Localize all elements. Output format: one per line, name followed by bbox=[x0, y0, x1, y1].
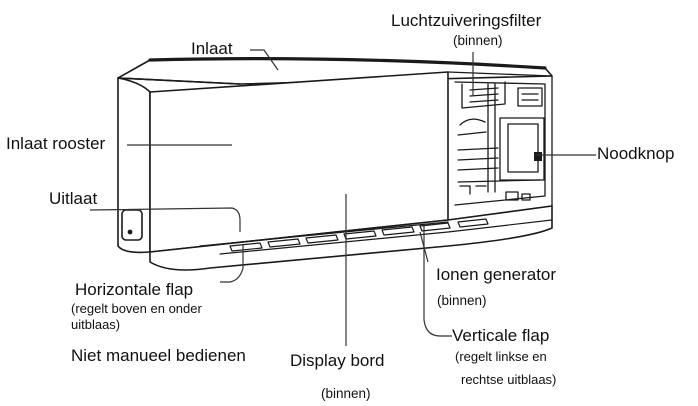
label-ionen: Ionen generator bbox=[436, 265, 557, 284]
label-uitlaat: Uitlaat bbox=[49, 189, 98, 208]
label-display-bord: Display bord bbox=[290, 351, 385, 370]
leader-verticale bbox=[423, 226, 452, 337]
leader-uitlaat bbox=[89, 207, 241, 232]
flap-slots bbox=[229, 218, 489, 252]
label-filter-note: (binnen) bbox=[453, 33, 503, 48]
label-ionen-note: (binnen) bbox=[437, 293, 487, 308]
filter-frame bbox=[461, 81, 506, 109]
label-horizontale-flap: Horizontale flap bbox=[75, 280, 194, 299]
leader-inlaat bbox=[250, 49, 279, 71]
label-verticale-note-1: (regelt linkse en bbox=[455, 349, 547, 364]
label-verticale-note-2: rechtse uitblaas) bbox=[461, 372, 557, 387]
label-filter: Luchtzuiveringsfilter bbox=[391, 11, 542, 30]
interior-section bbox=[447, 71, 553, 221]
label-display-note: (binnen) bbox=[321, 386, 371, 401]
label-inlaat: Inlaat bbox=[191, 39, 233, 58]
label-horizontale-note-1: (regelt boven en onder bbox=[71, 301, 202, 316]
leader-horizontale bbox=[220, 245, 244, 283]
label-noodknop: Noodknop bbox=[597, 144, 675, 163]
label-verticale-flap: Verticale flap bbox=[452, 326, 550, 345]
label-niet-manueel: Niet manueel bedienen bbox=[71, 346, 246, 365]
label-horizontale-note-2: uitblaas) bbox=[71, 317, 121, 332]
label-inlaat-rooster: Inlaat rooster bbox=[6, 134, 106, 153]
